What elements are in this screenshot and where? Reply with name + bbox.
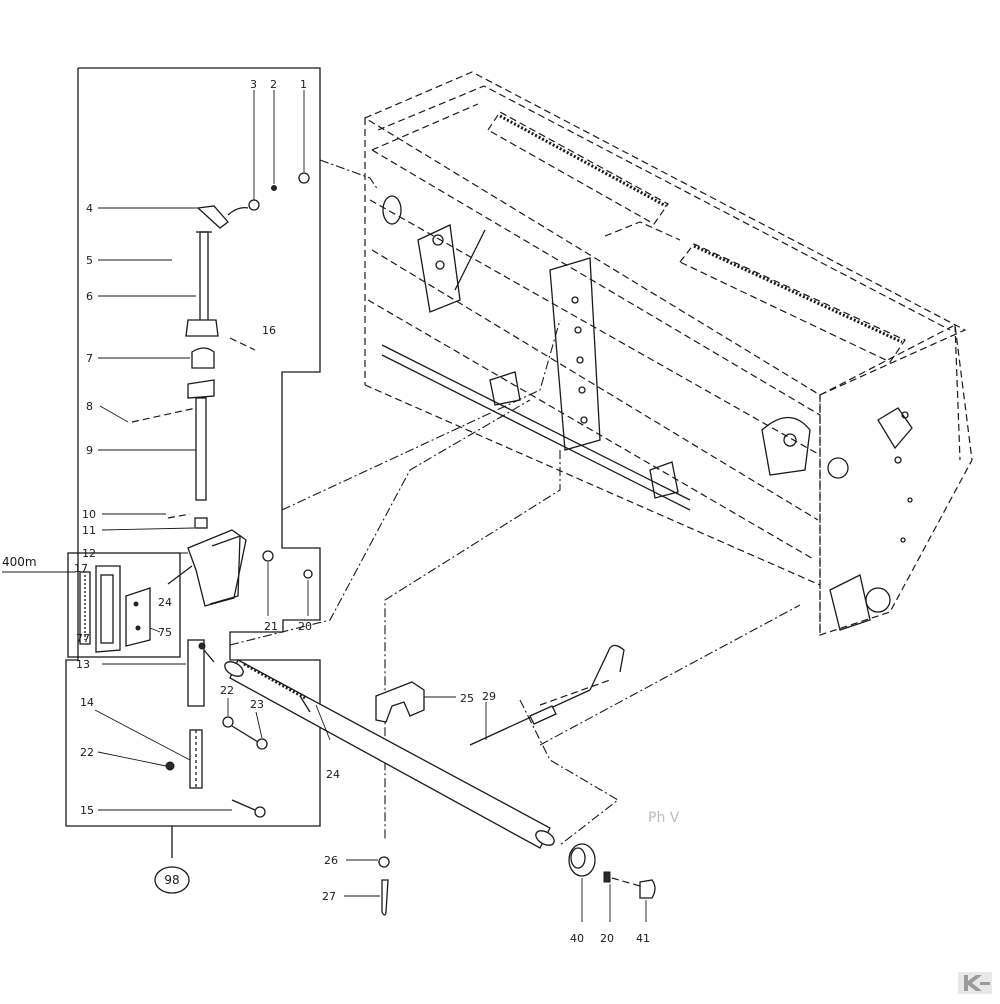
- part-17-plate: [95, 565, 121, 653]
- shaft-parts: [224, 644, 656, 916]
- part-labels: 1 2 3 4 5 6 16 7 8 9 10 11 12 17 24 75 7…: [74, 78, 650, 945]
- group-reference: 98: [154, 866, 190, 894]
- label-part-12: 12: [82, 547, 96, 560]
- label-part-15: 15: [80, 804, 94, 817]
- faint-stamp: Ph V: [648, 810, 680, 826]
- label-part-22-upper: 22: [220, 684, 234, 697]
- label-part-1: 1: [300, 78, 307, 91]
- part-22-nut-lower: [165, 761, 175, 771]
- part-40-roller: [568, 843, 596, 877]
- part-24-shaft: [229, 659, 551, 849]
- label-part-10: 10: [82, 508, 96, 521]
- label-part-27: 27: [322, 890, 336, 903]
- construction-lines: [229, 159, 801, 846]
- label-part-4: 4: [86, 202, 93, 215]
- label-part-7: 7: [86, 352, 93, 365]
- part-27-pin: [381, 879, 389, 916]
- part-4-lever: [196, 205, 229, 229]
- part-6-rod: [199, 231, 209, 323]
- part-29-sleeve: [529, 705, 557, 725]
- brand-mark-icon: [958, 972, 992, 994]
- label-part-11: 11: [82, 524, 96, 537]
- group-reference-label: 98: [164, 873, 179, 887]
- label-part-41: 41: [636, 932, 650, 945]
- leader-lines: [2, 90, 647, 922]
- label-part-20-upper: 20: [298, 620, 312, 633]
- part-22-nut-upper: [222, 716, 234, 728]
- label-part-40: 40: [570, 932, 584, 945]
- label-part-17: 17: [74, 562, 88, 575]
- part-6-yoke: [185, 319, 219, 337]
- part-21-washer: [262, 550, 274, 562]
- label-part-22-lower: 22: [80, 746, 94, 759]
- label-part-24-shaft: 24: [326, 768, 340, 781]
- group-reference-circle: [154, 866, 190, 894]
- label-part-29: 29: [482, 690, 496, 703]
- part-75-plate: [125, 587, 151, 647]
- label-part-16: 16: [262, 324, 276, 337]
- part-41-bolt: [639, 879, 656, 899]
- label-part-8: 8: [86, 400, 93, 413]
- part-7-block: [191, 347, 215, 369]
- part-8-clevis: [187, 379, 215, 399]
- part-9-rod: [195, 397, 207, 501]
- part-3-washer: [248, 199, 260, 211]
- part-20-nut: [303, 569, 313, 579]
- part-1-nut: [298, 172, 310, 184]
- label-part-2: 2: [270, 78, 277, 91]
- label-part-24-upper: 24: [158, 596, 172, 609]
- label-part-3: 3: [250, 78, 257, 91]
- part-11-bushing: [194, 517, 208, 529]
- machine-frame: [363, 71, 973, 636]
- label-part-14: 14: [80, 696, 94, 709]
- part-26-washer: [378, 856, 390, 868]
- label-part-9: 9: [86, 444, 93, 457]
- part-12-bracket: [187, 529, 247, 607]
- part-23-pin: [256, 738, 268, 750]
- part-15-bolt: [254, 806, 266, 818]
- label-part-77: 77: [76, 632, 90, 645]
- label-part-21: 21: [264, 620, 278, 633]
- label-part-6: 6: [86, 290, 93, 303]
- label-part-20-lower: 20: [600, 932, 614, 945]
- control-linkage-parts: [79, 172, 313, 818]
- label-part-5: 5: [86, 254, 93, 267]
- label-part-23: 23: [250, 698, 264, 711]
- label-part-75: 75: [158, 626, 172, 639]
- label-part-25: 25: [460, 692, 474, 705]
- dimension-label: 400m: [2, 555, 37, 569]
- part-2-ring: [271, 185, 277, 191]
- part-13-lever: [187, 639, 205, 707]
- part-25-bracket: [375, 681, 425, 723]
- label-part-13: 13: [76, 658, 90, 671]
- part-20-spring: [603, 871, 611, 883]
- label-part-26: 26: [324, 854, 338, 867]
